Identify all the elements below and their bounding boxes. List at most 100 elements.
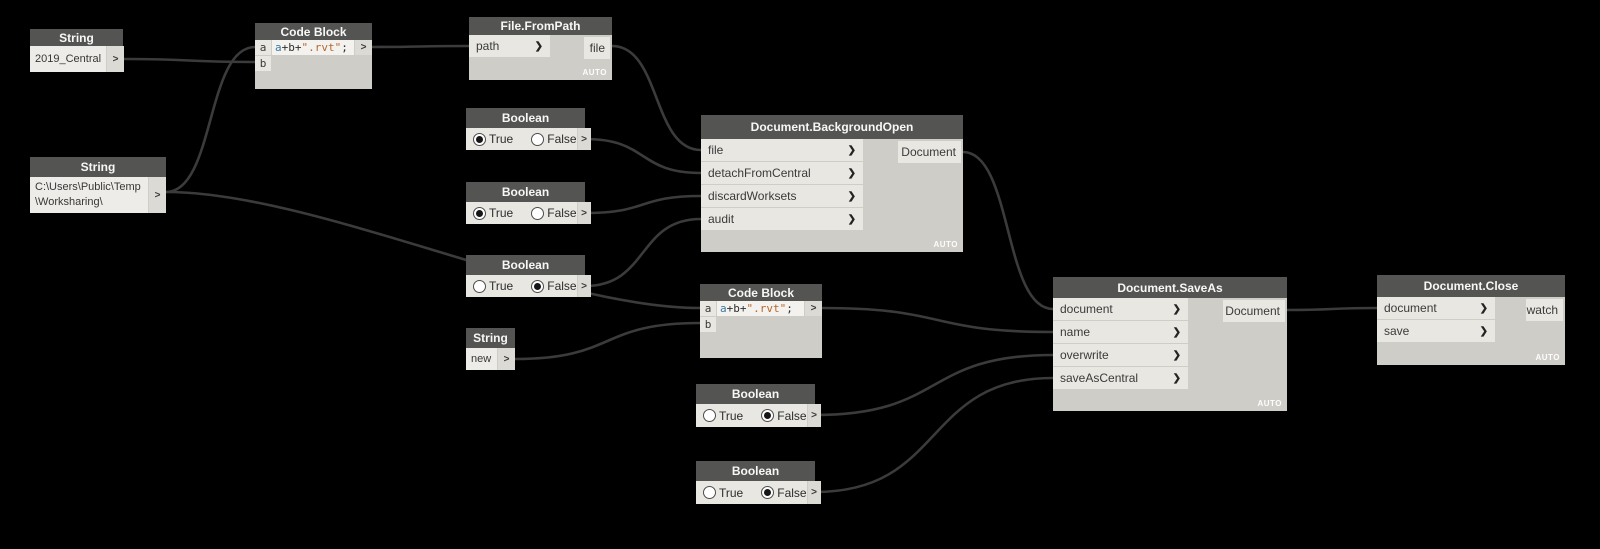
input-port-document[interactable]: document ❯: [1377, 297, 1495, 319]
wire-string-new-to-codeblock-bottom-b[interactable]: [513, 321, 702, 361]
chevron-right-icon[interactable]: ❯: [1479, 325, 1488, 337]
output-port[interactable]: >: [807, 481, 821, 504]
radio-false[interactable]: False: [761, 486, 807, 500]
input-port-overwrite[interactable]: overwrite ❯: [1053, 344, 1188, 366]
input-port-b[interactable]: b: [255, 56, 271, 71]
radio-false-icon[interactable]: [531, 206, 545, 220]
chevron-right-icon[interactable]: ❯: [1172, 326, 1181, 338]
string-value-input[interactable]: new: [466, 348, 497, 370]
node-title[interactable]: Boolean: [696, 384, 815, 404]
radio-true-icon[interactable]: [473, 132, 486, 146]
radio-false-icon[interactable]: [761, 486, 775, 499]
node-string-new[interactable]: String new >: [466, 328, 515, 370]
node-title[interactable]: Boolean: [696, 461, 815, 481]
node-title[interactable]: Document.SaveAs: [1053, 277, 1287, 298]
radio-true-icon[interactable]: [703, 409, 716, 422]
node-boolean-saveascentral[interactable]: Boolean True False >: [696, 461, 821, 504]
input-port-discardworksets[interactable]: discardWorksets ❯: [701, 185, 863, 207]
chevron-right-icon[interactable]: ❯: [847, 190, 856, 202]
wire-boolean-to-saveas-overwrite[interactable]: [813, 353, 1055, 417]
node-title[interactable]: String: [30, 157, 166, 177]
input-port-a[interactable]: a: [700, 301, 716, 316]
radio-true[interactable]: True: [703, 486, 743, 500]
input-port-detachfromcentral[interactable]: detachFromCentral ❯: [701, 162, 863, 184]
node-title[interactable]: Boolean: [466, 255, 585, 275]
wire-boolean-to-detachfromcentral[interactable]: [583, 137, 703, 175]
radio-false[interactable]: False: [531, 206, 577, 220]
output-port[interactable]: >: [577, 275, 591, 297]
output-port[interactable]: >: [805, 301, 822, 316]
node-title[interactable]: Document.BackgroundOpen: [701, 115, 963, 139]
node-title[interactable]: String: [30, 29, 123, 46]
output-port[interactable]: >: [107, 46, 125, 72]
radio-true[interactable]: True: [703, 409, 743, 423]
code-editor[interactable]: a+b+".rvt";: [272, 40, 354, 55]
output-port[interactable]: >: [355, 40, 372, 55]
radio-true-icon[interactable]: [473, 279, 486, 293]
node-title[interactable]: String: [466, 328, 515, 348]
string-value-input[interactable]: 2019_Central: [30, 46, 107, 72]
wire-boolean-to-audit[interactable]: [583, 217, 703, 288]
chevron-right-icon[interactable]: ❯: [534, 40, 543, 52]
node-boolean-discard[interactable]: Boolean True False >: [466, 182, 591, 224]
node-title[interactable]: Code Block: [700, 284, 822, 301]
input-port-document[interactable]: document ❯: [1053, 298, 1188, 320]
wire-boolean-to-discardworksets[interactable]: [583, 194, 703, 215]
output-port[interactable]: >: [498, 348, 515, 370]
radio-false-icon[interactable]: [761, 409, 775, 422]
output-port-file[interactable]: file: [584, 37, 610, 59]
wire-string-central-to-codeblock-top-b[interactable]: [121, 57, 257, 64]
input-port-file[interactable]: file ❯: [701, 139, 863, 161]
output-port[interactable]: >: [149, 177, 166, 213]
node-boolean-audit[interactable]: Boolean True False >: [466, 255, 591, 297]
input-port-saveascentral[interactable]: saveAsCentral ❯: [1053, 367, 1188, 389]
string-value-input[interactable]: C:\Users\Public\Temp \Worksharing\: [30, 177, 148, 213]
output-port[interactable]: >: [807, 404, 821, 427]
wire-backgroundopen-document-to-saveas-document[interactable]: [961, 150, 1055, 311]
chevron-right-icon[interactable]: ❯: [1172, 303, 1181, 315]
output-port[interactable]: >: [577, 202, 591, 224]
node-document-close[interactable]: Document.Close document ❯ save ❯ watch A…: [1377, 275, 1565, 365]
chevron-right-icon[interactable]: ❯: [1172, 349, 1181, 361]
node-code-block-bottom[interactable]: Code Block a b a+b+".rvt"; >: [700, 284, 822, 358]
wire-codeblock-bottom-to-saveas-name[interactable]: [820, 306, 1055, 334]
node-title[interactable]: Boolean: [466, 182, 585, 202]
node-title[interactable]: Boolean: [466, 108, 585, 128]
chevron-right-icon[interactable]: ❯: [847, 167, 856, 179]
node-document-backgroundopen[interactable]: Document.BackgroundOpen file ❯ detachFro…: [701, 115, 963, 252]
chevron-right-icon[interactable]: ❯: [1479, 302, 1488, 314]
wire-string-path-to-codeblock-top-a[interactable]: [164, 45, 257, 194]
chevron-right-icon[interactable]: ❯: [1172, 372, 1181, 384]
wire-filefrompath-file-to-backgroundopen-file[interactable]: [610, 44, 703, 152]
radio-false-icon[interactable]: [531, 279, 545, 293]
input-port-b[interactable]: b: [700, 317, 716, 332]
radio-true[interactable]: True: [473, 132, 513, 146]
wire-saveas-document-to-close-document[interactable]: [1285, 306, 1379, 312]
output-port[interactable]: >: [577, 128, 591, 150]
output-port-watch[interactable]: watch: [1526, 299, 1563, 321]
input-port-name[interactable]: name ❯: [1053, 321, 1188, 343]
node-string-path[interactable]: String C:\Users\Public\Temp \Worksharing…: [30, 157, 166, 213]
node-string-central[interactable]: String 2019_Central >: [30, 29, 125, 72]
output-port-document[interactable]: Document: [1223, 300, 1285, 322]
radio-true-icon[interactable]: [473, 206, 486, 220]
output-port-document[interactable]: Document: [898, 141, 961, 163]
node-file-frompath[interactable]: File.FromPath path ❯ file AUTO: [469, 17, 612, 80]
wire-codeblock-top-to-filefrompath-path[interactable]: [370, 44, 471, 49]
wire-string-path-to-codeblock-bottom-a[interactable]: [164, 190, 702, 310]
radio-false[interactable]: False: [531, 279, 577, 293]
input-port-save[interactable]: save ❯: [1377, 320, 1495, 342]
radio-false[interactable]: False: [761, 409, 807, 423]
node-code-block-top[interactable]: Code Block a b a+b+".rvt"; >: [255, 23, 372, 89]
code-editor[interactable]: a+b+".rvt";: [717, 301, 804, 316]
radio-true[interactable]: True: [473, 279, 513, 293]
wire-boolean-to-saveas-saveascentral[interactable]: [813, 376, 1055, 494]
chevron-right-icon[interactable]: ❯: [847, 144, 856, 156]
input-port-audit[interactable]: audit ❯: [701, 208, 863, 230]
input-port-path[interactable]: path ❯: [469, 35, 550, 57]
radio-true-icon[interactable]: [703, 486, 716, 499]
node-boolean-detach[interactable]: Boolean True False >: [466, 108, 591, 150]
radio-true[interactable]: True: [473, 206, 513, 220]
node-document-saveas[interactable]: Document.SaveAs document ❯ name ❯ overwr…: [1053, 277, 1287, 411]
